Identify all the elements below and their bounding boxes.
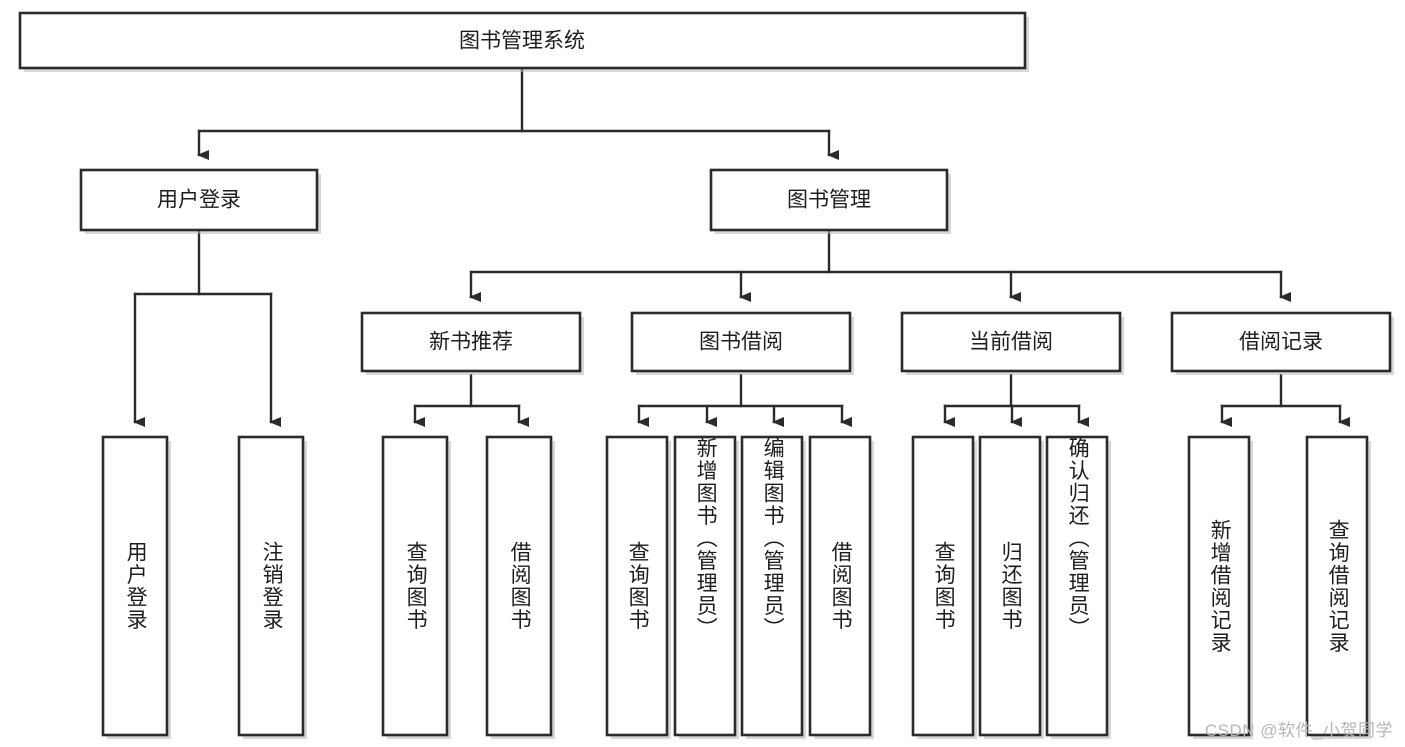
connector-group-new-book-rec	[413, 373, 529, 427]
connector-group-book-manage	[469, 230, 1291, 302]
node-borrow-record-box[interactable]	[1170, 311, 1392, 373]
node-new-book-rec-box[interactable]	[360, 311, 582, 373]
node-root[interactable]: 图书管理系统	[18, 11, 1029, 72]
node-book-borrow-box[interactable]	[630, 311, 852, 373]
leaf-box-borrow-book-1[interactable]	[485, 435, 553, 737]
node-current-borrow-label: 当前借阅	[969, 331, 1053, 354]
node-current-borrow-box[interactable]	[900, 311, 1122, 373]
connector-group-borrow-record	[1220, 373, 1350, 427]
node-book-manage[interactable]: 图书管理	[709, 168, 951, 234]
node-book-borrow[interactable]: 图书借阅	[630, 311, 854, 375]
node-current-borrow[interactable]: 当前借阅	[900, 311, 1124, 375]
node-borrow-record[interactable]: 借阅记录	[1170, 311, 1394, 375]
leaf-box-edit-book[interactable]	[740, 435, 804, 737]
node-new-book-rec[interactable]: 新书推荐	[360, 311, 584, 375]
node-book-manage-box[interactable]	[709, 168, 949, 232]
leaf-box-user-login[interactable]	[101, 435, 169, 737]
node-new-book-rec-label: 新书推荐	[429, 331, 513, 354]
leaf-box-borrow-book-2[interactable]	[808, 435, 872, 737]
leaf-box-query-book-2[interactable]	[605, 435, 669, 737]
leaf-box-query-book-1[interactable]	[381, 435, 449, 737]
node-book-manage-label: 图书管理	[787, 189, 871, 212]
node-root-box[interactable]	[18, 11, 1027, 70]
leaf-box-query-book-3[interactable]	[911, 435, 975, 737]
node-root-label: 图书管理系统	[459, 30, 585, 53]
leaf-boxes	[101, 435, 1371, 739]
node-user-login-label: 用户登录	[157, 189, 241, 212]
connector-group-current-borrow	[943, 373, 1089, 427]
node-book-borrow-label: 图书借阅	[699, 331, 783, 354]
leaf-box-add-record[interactable]	[1187, 435, 1251, 737]
connector-group-book-borrow	[637, 373, 852, 427]
leaf-box-return-book[interactable]	[978, 435, 1042, 737]
leaf-box-query-record[interactable]	[1305, 435, 1369, 737]
connector-group-user-login	[133, 230, 281, 427]
leaf-box-logout[interactable]	[237, 435, 305, 737]
connector-group-root	[197, 66, 839, 160]
leaf-box-confirm-return[interactable]	[1045, 435, 1109, 737]
node-user-login[interactable]: 用户登录	[79, 168, 321, 234]
node-user-login-box[interactable]	[79, 168, 319, 232]
node-borrow-record-label: 借阅记录	[1239, 331, 1323, 354]
leaf-box-add-book[interactable]	[673, 435, 737, 737]
